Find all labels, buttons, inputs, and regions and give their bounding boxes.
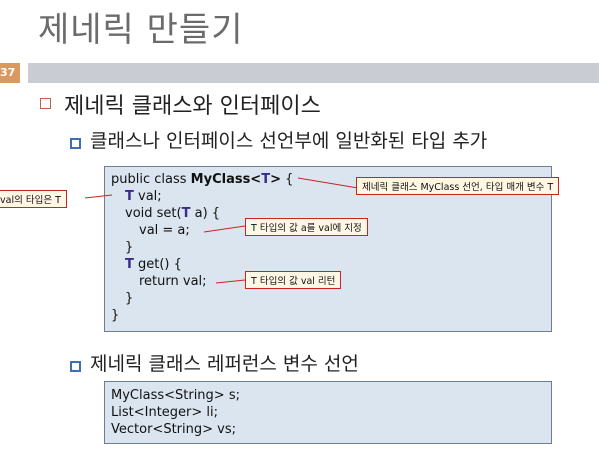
code-line-6: T get() { (125, 257, 182, 272)
bullet-level2-generic-decl: 클래스나 인터페이스 선언부에 일반화된 타입 추가 (90, 130, 488, 152)
code-line-7: return val; (139, 274, 207, 289)
callout-assign: T 타입의 값 a를 val에 지정 (245, 218, 368, 236)
slide-title: 제네릭 만들기 (38, 10, 244, 50)
code-line-2: T val; (125, 189, 162, 204)
code2-line-2: List<Integer> li; (111, 405, 219, 420)
page-number: 37 (0, 63, 20, 83)
title-rule-bar (28, 63, 599, 83)
square-bullet-icon (70, 138, 81, 149)
bullet-level2-reference-decl: 제네릭 클래스 레퍼런스 변수 선언 (90, 353, 359, 375)
code-line-9: } (111, 308, 120, 323)
code-line-4: val = a; (139, 223, 190, 238)
code-line-5: } (125, 240, 134, 255)
code-line-3: void set(T a) { (125, 206, 221, 221)
code2-line-3: Vector<String> vs; (111, 422, 236, 437)
callout-return: T 타입의 값 val 리턴 (245, 271, 342, 289)
bullet-level1: 제네릭 클래스와 인터페이스 (64, 94, 321, 119)
square-bullet-icon (40, 98, 51, 109)
code2-line-1: MyClass<String> s; (111, 388, 240, 403)
square-bullet-icon (70, 361, 81, 372)
callout-class-decl: 제네릭 클래스 MyClass 선언, 타입 매개 변수 T (356, 177, 560, 195)
callout-val-type: val의 타입은 T (0, 190, 67, 208)
code-line-1: public class MyClass<T>> { { (111, 172, 294, 187)
code-box-reference-decl: MyClass<String> s; List<Integer> li; Vec… (104, 381, 552, 444)
code-line-8: } (125, 291, 134, 306)
